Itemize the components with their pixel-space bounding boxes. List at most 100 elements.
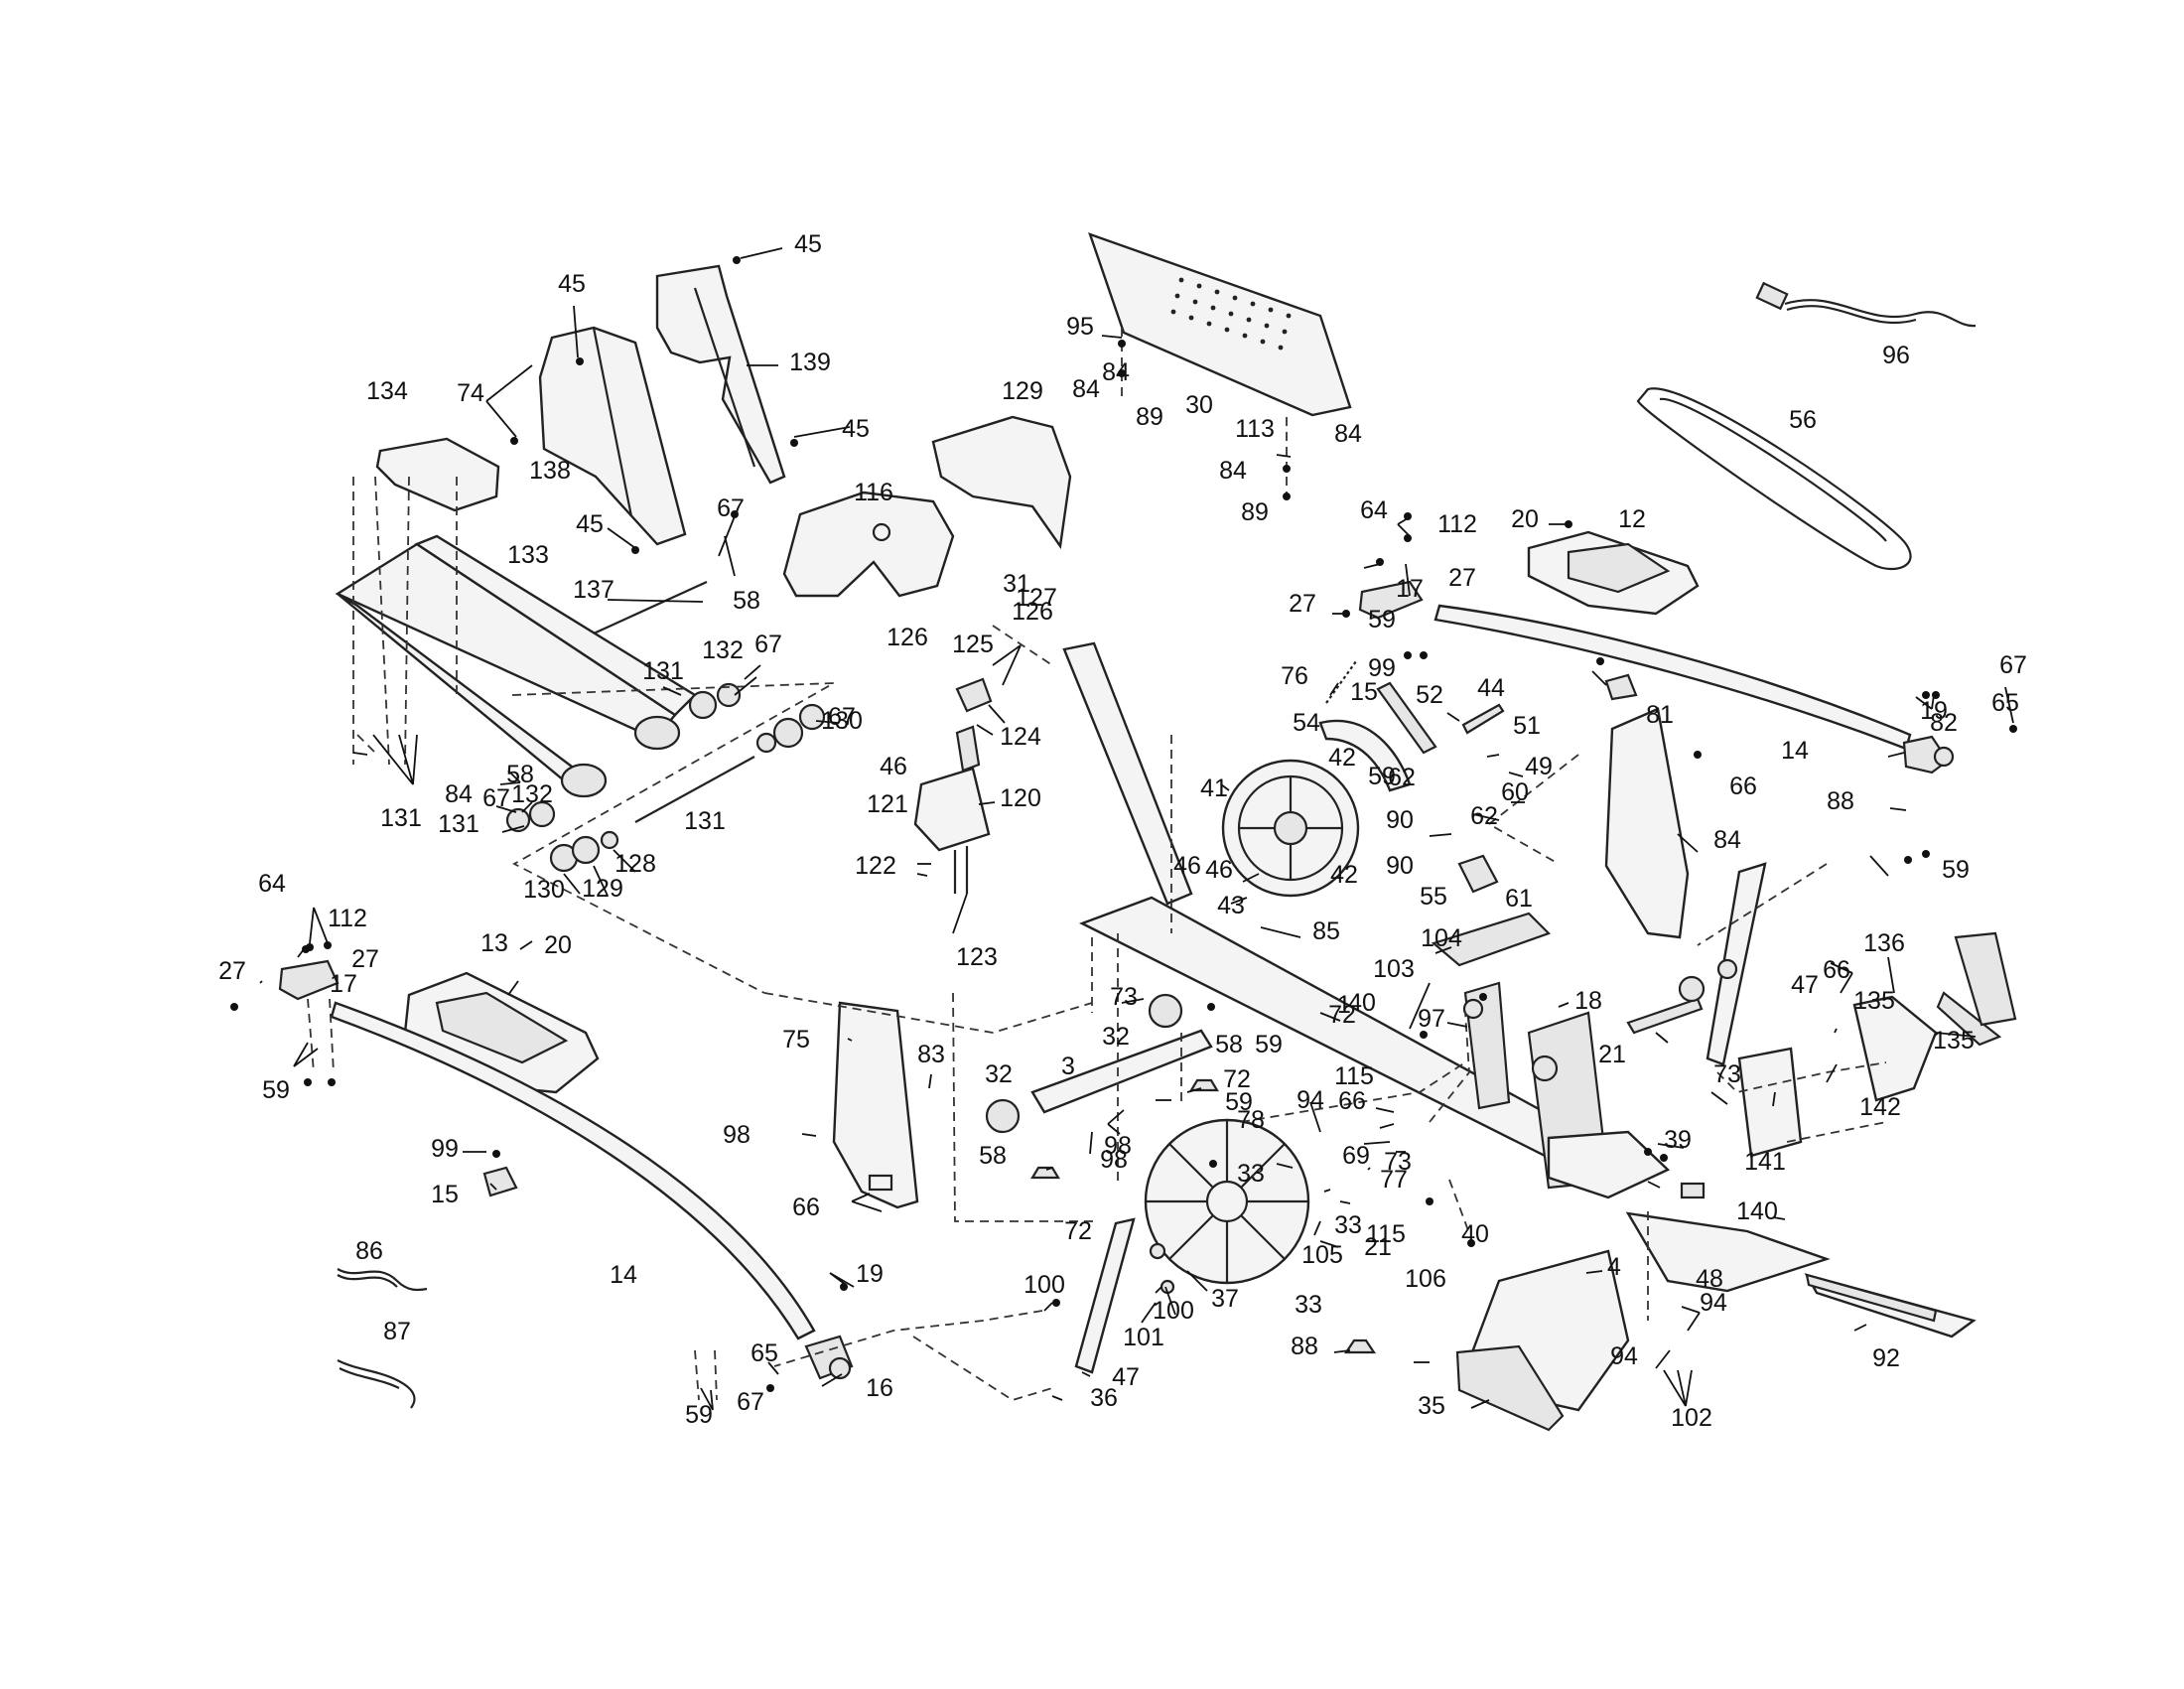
part-cover-139 — [655, 264, 786, 485]
part-pedal-13 — [403, 971, 600, 1094]
callout-label: 88 — [1291, 1333, 1318, 1360]
callout-label: 115 — [1334, 1062, 1374, 1090]
callout-label: 33 — [1334, 1211, 1362, 1239]
callout-label: 98 — [1104, 1132, 1132, 1160]
callout-label: 103 — [1373, 955, 1415, 983]
callout-label: 47 — [1791, 971, 1819, 999]
callout-label: 112 — [1437, 510, 1477, 538]
part-panel-75 — [832, 1001, 919, 1209]
callout-label: 19 — [1920, 697, 1948, 725]
callout-label: 72 — [1223, 1065, 1251, 1093]
part-leveler-72b — [1030, 1166, 1060, 1180]
callout-label: 33 — [1295, 1291, 1322, 1319]
callout-label: 35 — [1418, 1392, 1445, 1420]
callout-label: 60 — [1501, 778, 1529, 806]
callout-label: 42 — [1330, 861, 1358, 889]
callout-label: 43 — [1217, 892, 1245, 919]
callout-label: 100 — [1024, 1271, 1065, 1299]
part-belt-56 — [1636, 387, 1912, 571]
callout-label: 92 — [1872, 1344, 1900, 1372]
callout-label: 131 — [684, 807, 726, 835]
callout-label: 138 — [529, 457, 571, 485]
callout-label: 54 — [1293, 709, 1320, 737]
callout-label: 130 — [821, 707, 863, 735]
callout-label: 37 — [1211, 1285, 1239, 1313]
callout-label: 62 — [1470, 802, 1498, 830]
callout-label: 102 — [1671, 1404, 1712, 1432]
callout-label: 44 — [1477, 674, 1505, 702]
callout-label: 39 — [1664, 1126, 1692, 1154]
callout-label: 67 — [717, 494, 745, 522]
callout-label: 27 — [1289, 590, 1316, 618]
part-leveler-72a — [1189, 1078, 1219, 1092]
callout-label: 48 — [1696, 1265, 1723, 1293]
callout-label: 134 — [366, 377, 408, 405]
callout-label: 104 — [1421, 924, 1462, 952]
callout-label: 94 — [1700, 1289, 1727, 1317]
callout-label: 49 — [1525, 753, 1553, 780]
part-bracket-82 — [1902, 735, 1955, 774]
part-bracket-17-left — [278, 959, 340, 1001]
callout-label: 84 — [445, 780, 473, 808]
callout-label: 94 — [1610, 1342, 1638, 1370]
callout-label: 40 — [1461, 1220, 1489, 1248]
callout-label: 21 — [1598, 1041, 1626, 1068]
part-housing-54 — [1318, 719, 1412, 792]
part-140 — [1680, 1182, 1706, 1199]
callout-label: 46 — [1173, 852, 1201, 880]
callout-label: 47 — [1112, 1363, 1140, 1391]
callout-label: 32 — [1102, 1023, 1130, 1051]
callout-label: 132 — [511, 780, 553, 808]
part-flywheel-41 — [1221, 759, 1360, 898]
part-link-52 — [1376, 681, 1505, 755]
callout-label: 67 — [1999, 651, 2027, 679]
part-cord-96 — [1755, 281, 1977, 328]
callout-label: 15 — [431, 1181, 459, 1208]
callout-label: 67 — [482, 784, 510, 812]
callout-label: 74 — [457, 379, 484, 407]
callout-label: 72 — [1328, 1001, 1356, 1029]
callout-label: 88 — [1827, 787, 1854, 815]
part-bracket-16 — [804, 1335, 854, 1380]
callout-label: 12 — [1618, 505, 1646, 533]
callout-label: 67 — [828, 703, 856, 731]
callout-label: 20 — [544, 931, 572, 959]
callout-label: 83 — [917, 1041, 945, 1068]
part-15-right — [1604, 673, 1638, 701]
part-pad-134 — [375, 437, 500, 512]
callout-label: 72 — [1064, 1217, 1092, 1245]
part-spring-76 — [1325, 660, 1357, 704]
callout-label: 89 — [1136, 403, 1163, 431]
callout-label: 99 — [1368, 654, 1396, 682]
callout-label: 58 — [733, 587, 760, 615]
callout-label: 45 — [558, 270, 586, 298]
callout-label: 85 — [1312, 917, 1340, 945]
callout-label: 127 — [1016, 584, 1057, 612]
callout-label: 58 — [1215, 1031, 1243, 1058]
part-frame-1 — [1062, 641, 1631, 1190]
callout-label: 32 — [985, 1060, 1013, 1088]
callout-label: 131 — [438, 810, 479, 838]
callout-label: 27 — [218, 957, 246, 985]
callout-label: 21 — [1364, 1233, 1392, 1261]
callout-label: 20 — [1511, 505, 1539, 533]
callout-label: 129 — [1002, 377, 1043, 405]
callout-label: 64 — [1360, 496, 1388, 524]
callout-label: 106 — [1405, 1265, 1446, 1293]
part-wheel-32b — [985, 1098, 1021, 1134]
callout-label: 67 — [754, 631, 782, 658]
part-motor-120 — [913, 677, 993, 894]
callout-label: 3 — [1061, 1053, 1075, 1080]
callout-label: 66 — [1823, 956, 1850, 984]
callout-label: 121 — [867, 790, 908, 818]
callout-label: 52 — [1416, 681, 1443, 709]
callout-label: 135 — [1933, 1027, 1975, 1055]
callout-label: 58 — [506, 761, 534, 788]
callout-label: 59 — [1368, 606, 1396, 633]
callout-label: 84 — [1713, 826, 1741, 854]
part-crank-36 — [1074, 1217, 1136, 1374]
part-bearings — [505, 682, 826, 873]
callout-label: 124 — [1000, 723, 1041, 751]
callout-label: 45 — [842, 415, 870, 443]
